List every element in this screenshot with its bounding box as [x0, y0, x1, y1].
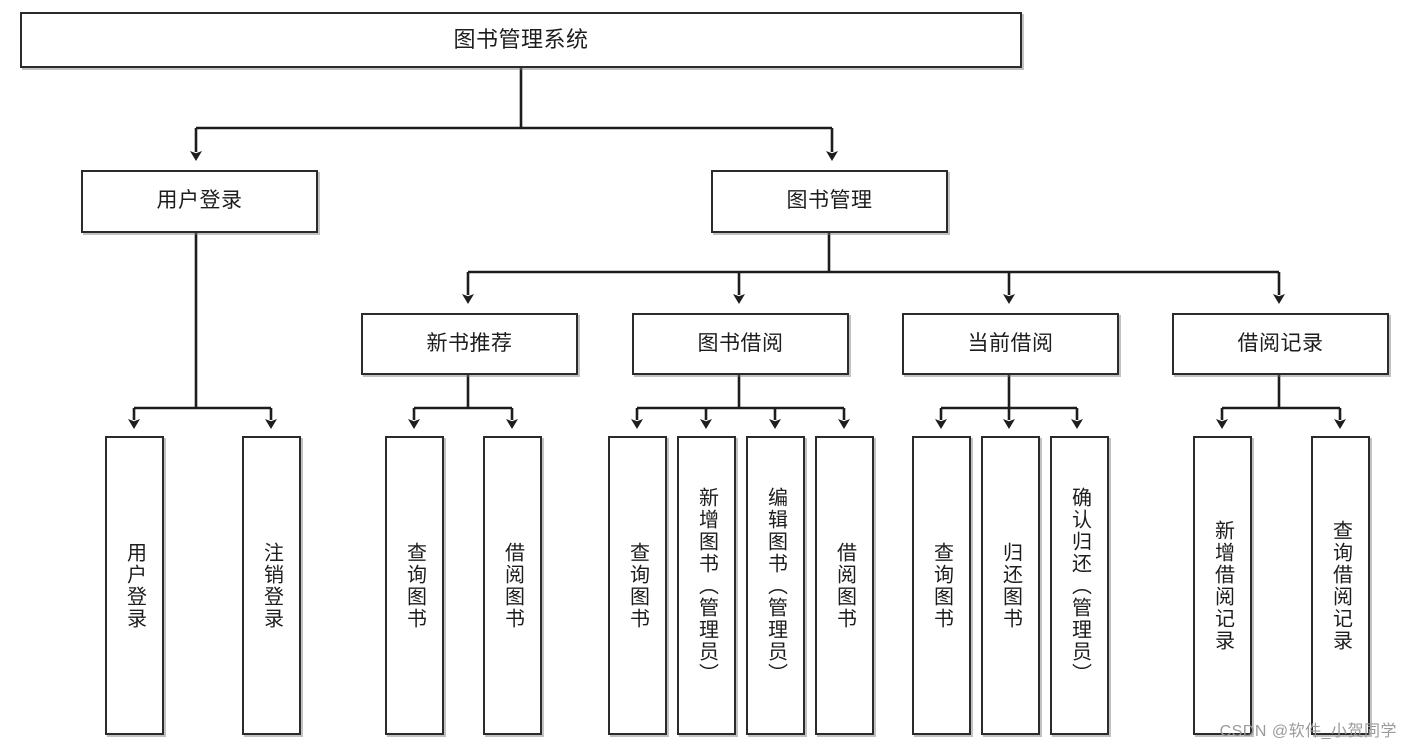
leaf-label: 编辑图书（管理员） [764, 486, 787, 685]
node-book-borrow-label: 图书借阅 [697, 331, 784, 355]
leaf-label: 查询借阅记录 [1329, 519, 1352, 652]
node-user-login[interactable]: 用户登录 [81, 170, 318, 233]
leaf-label: 用户登录 [123, 541, 146, 630]
leaf-label: 查询图书 [626, 541, 649, 630]
node-user-login-label: 用户登录 [156, 189, 243, 213]
node-new-book-recommend-label: 新书推荐 [426, 331, 513, 355]
node-root-label: 图书管理系统 [453, 27, 589, 53]
leaf-recommend-query-book[interactable]: 查询图书 [385, 436, 444, 735]
leaf-label: 确认归还（管理员） [1068, 486, 1091, 685]
leaf-current-query-book[interactable]: 查询图书 [912, 436, 971, 735]
leaf-label: 注销登录 [260, 541, 283, 630]
leaf-label: 新增借阅记录 [1211, 519, 1234, 652]
leaf-record-query-record[interactable]: 查询借阅记录 [1311, 436, 1370, 735]
leaf-record-add-record[interactable]: 新增借阅记录 [1193, 436, 1252, 735]
leaf-recommend-borrow-book[interactable]: 借阅图书 [483, 436, 542, 735]
node-book-management-label: 图书管理 [786, 189, 873, 213]
leaf-label: 归还图书 [999, 541, 1022, 630]
leaf-label: 新增图书（管理员） [695, 486, 718, 685]
node-book-borrow[interactable]: 图书借阅 [632, 313, 849, 375]
node-book-management[interactable]: 图书管理 [711, 170, 948, 233]
csdn-watermark: CSDN @软件_小贺同学 [1219, 723, 1397, 740]
node-root[interactable]: 图书管理系统 [20, 12, 1022, 68]
node-new-book-recommend[interactable]: 新书推荐 [361, 313, 578, 375]
leaf-label: 查询图书 [403, 541, 426, 630]
leaf-borrow-borrow-book[interactable]: 借阅图书 [815, 436, 874, 735]
leaf-current-confirm-return-admin[interactable]: 确认归还（管理员） [1050, 436, 1109, 735]
leaf-current-return-book[interactable]: 归还图书 [981, 436, 1040, 735]
node-borrow-record[interactable]: 借阅记录 [1172, 313, 1389, 375]
node-current-borrow[interactable]: 当前借阅 [902, 313, 1119, 375]
node-current-borrow-label: 当前借阅 [967, 331, 1054, 355]
leaf-borrow-query-book[interactable]: 查询图书 [608, 436, 667, 735]
node-borrow-record-label: 借阅记录 [1237, 331, 1324, 355]
leaf-label: 借阅图书 [501, 541, 524, 630]
leaf-label: 查询图书 [930, 541, 953, 630]
leaf-label: 借阅图书 [833, 541, 856, 630]
leaf-borrow-add-book-admin[interactable]: 新增图书（管理员） [677, 436, 736, 735]
leaf-borrow-edit-book-admin[interactable]: 编辑图书（管理员） [746, 436, 805, 735]
leaf-user-login-logout[interactable]: 注销登录 [242, 436, 301, 735]
leaf-user-login-login[interactable]: 用户登录 [105, 436, 164, 735]
